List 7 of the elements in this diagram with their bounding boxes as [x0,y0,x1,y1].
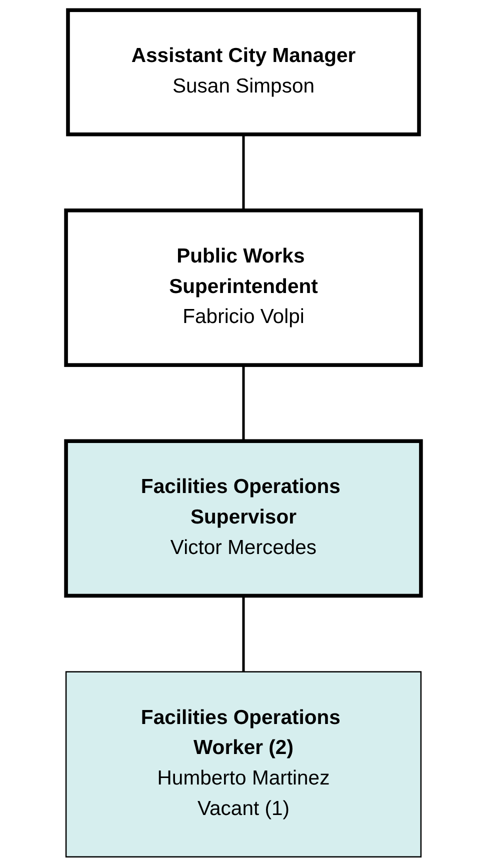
node-box: Facilities Operations Worker (2) Humberto Martinez Vacant (1) [65,671,422,858]
connector [242,134,245,210]
node-box: Assistant City Manager Susan Simpson [66,8,421,136]
connector [242,596,245,672]
connector [242,365,245,442]
node-box: Public Works Superintendent Fabricio Volpi [64,208,423,367]
node-box: Facilities Operations Supervisor Victor Mercedes [64,439,423,598]
